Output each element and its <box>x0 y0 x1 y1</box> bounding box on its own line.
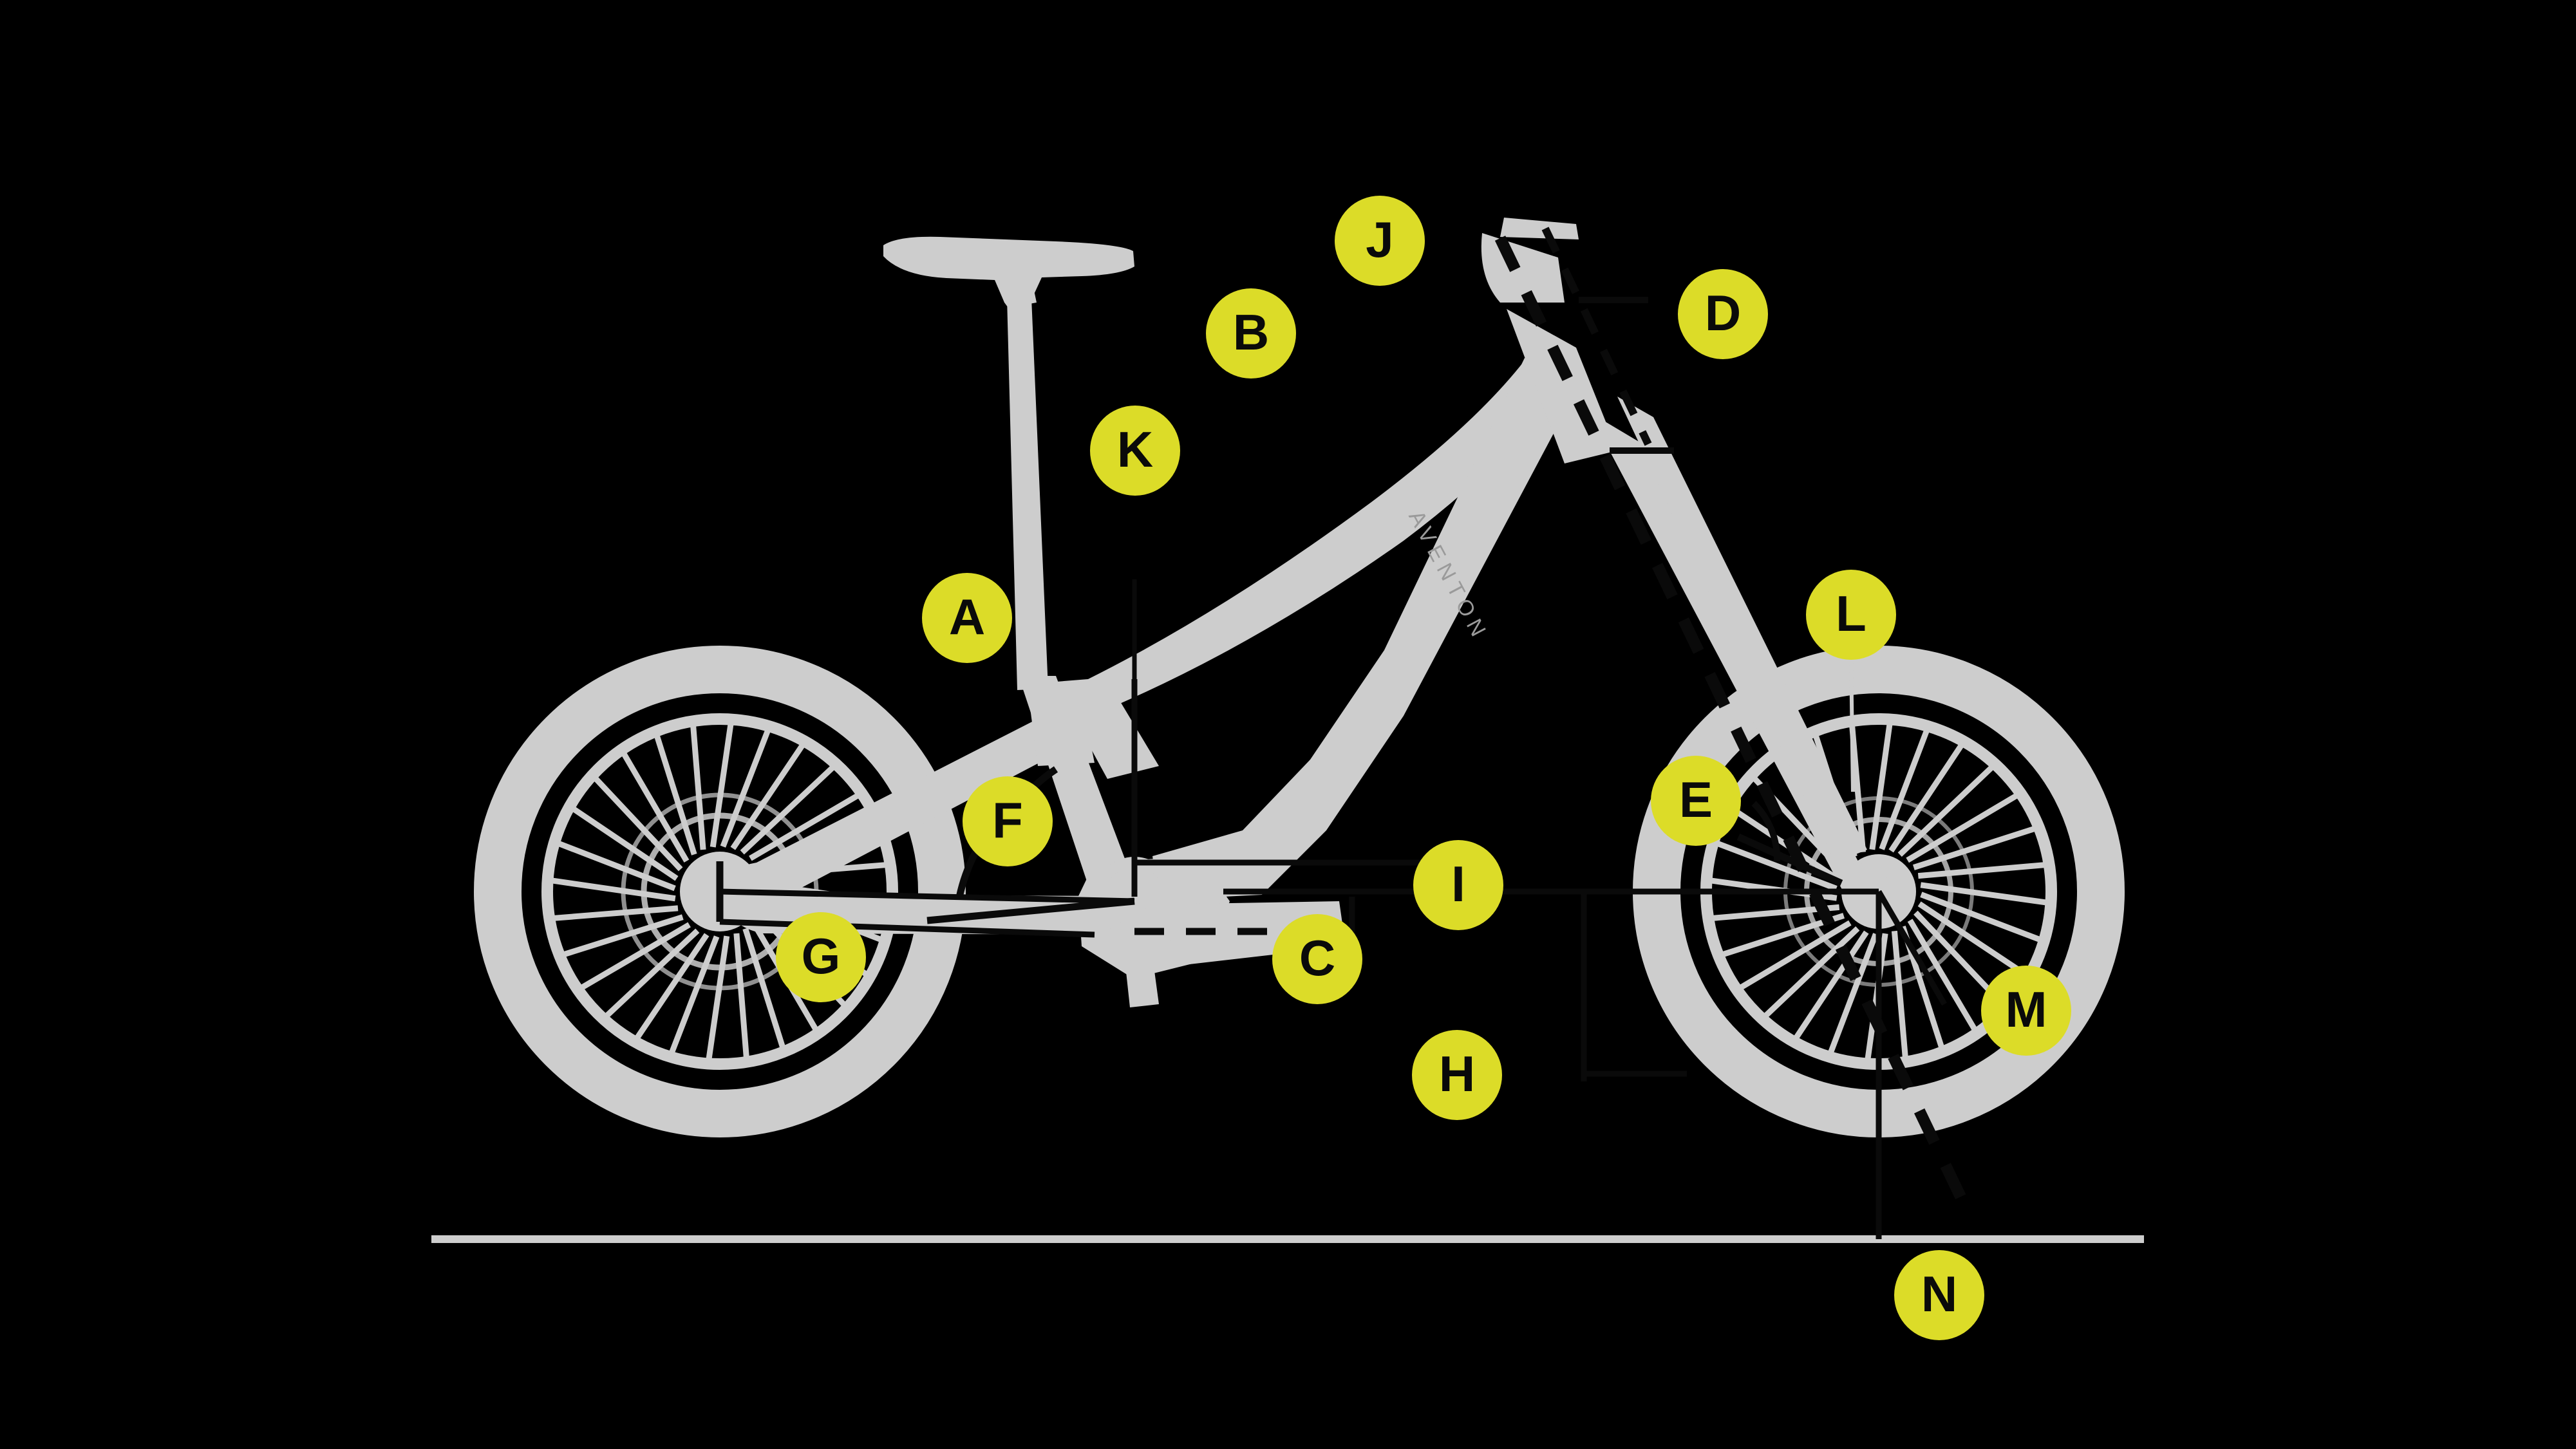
spoke <box>1888 743 1964 853</box>
callout-badge-l[interactable]: L <box>1806 570 1896 660</box>
bike-frame <box>720 218 1892 1007</box>
spoke <box>1920 892 2042 943</box>
callout-badge-d[interactable]: D <box>1678 269 1768 359</box>
spoke <box>604 928 700 1018</box>
callout-badge-label: B <box>1232 304 1270 360</box>
callout-badge-g[interactable]: G <box>776 912 866 1002</box>
spoke <box>1906 792 2019 863</box>
spoke <box>557 840 676 892</box>
callout-badge-h[interactable]: H <box>1412 1030 1502 1120</box>
callout-badge-label: I <box>1451 855 1465 912</box>
spoke <box>571 806 679 881</box>
spoke <box>690 724 706 850</box>
spoke <box>1917 862 2046 879</box>
spoke <box>742 928 786 1049</box>
spoke <box>621 751 690 863</box>
spoke <box>733 933 749 1059</box>
spoke <box>1897 765 1995 857</box>
down-tube <box>1152 358 1579 900</box>
spoke <box>1912 825 2036 870</box>
callout-badge-k[interactable]: K <box>1090 406 1180 496</box>
callout-badge-j[interactable]: J <box>1335 196 1425 286</box>
badge-leaders <box>1849 656 1855 792</box>
spoke <box>720 729 771 848</box>
head-tube-centreline-dashed <box>1541 227 1652 446</box>
callout-badge-label: M <box>2005 981 2047 1038</box>
spoke <box>1891 930 1908 1059</box>
spoke <box>562 914 684 958</box>
spoke <box>740 765 836 855</box>
spoke <box>1869 722 1893 850</box>
callout-badge-m[interactable]: M <box>1981 966 2071 1056</box>
seat-post <box>1007 298 1048 690</box>
callout-badge-label: K <box>1116 421 1154 478</box>
callout-badge-label: E <box>1678 771 1713 828</box>
callout-badge-label: D <box>1704 285 1742 341</box>
callout-badge-i[interactable]: I <box>1413 840 1503 930</box>
callout-badge-n[interactable]: N <box>1894 1250 1984 1340</box>
spoke <box>706 935 730 1061</box>
spoke <box>730 743 805 850</box>
crank-arm <box>1117 885 1159 1007</box>
callout-badge-label: L <box>1836 585 1866 642</box>
spoke <box>653 734 697 855</box>
spoke <box>1907 919 1978 1032</box>
spoke <box>1716 840 1838 892</box>
callout-badge-f[interactable]: F <box>963 776 1053 866</box>
rear-rim <box>541 713 898 1070</box>
spoke <box>1827 933 1879 1054</box>
fork-offset-line <box>1736 833 1843 887</box>
callout-badge-label: N <box>1921 1266 1958 1322</box>
spoke <box>1917 901 2027 977</box>
callout-badge-e[interactable]: E <box>1651 756 1741 846</box>
callout-badge-b[interactable]: B <box>1206 288 1296 379</box>
callout-badge-label: H <box>1438 1045 1476 1102</box>
spoke <box>579 922 691 991</box>
callout-badge-label: C <box>1299 930 1336 986</box>
callout-badge-label: J <box>1366 211 1394 268</box>
spoke <box>749 792 860 861</box>
fork-stanchion <box>1617 397 1867 863</box>
spoke <box>1738 920 1852 991</box>
spoke <box>1920 882 2048 906</box>
spoke <box>593 776 683 872</box>
callout-badge-c[interactable]: C <box>1272 914 1362 1004</box>
trail-connector-line <box>1876 890 1947 1006</box>
spoke <box>634 933 710 1040</box>
callout-badge-a[interactable]: A <box>922 573 1012 663</box>
rear-tire <box>474 646 966 1137</box>
callout-badge-label: F <box>992 792 1023 848</box>
callout-badge-label: A <box>948 588 986 645</box>
angle-reference-leg <box>926 897 1135 924</box>
spoke <box>1879 729 1930 850</box>
handlebar <box>1500 218 1579 239</box>
spoke <box>1793 930 1869 1040</box>
head-angle-arc <box>1751 801 1781 862</box>
chainstay-measure-line <box>719 888 1135 904</box>
spoke <box>710 722 734 848</box>
spoke <box>668 935 720 1054</box>
seat-stay <box>720 703 1088 901</box>
spoke <box>552 905 679 921</box>
spoke <box>550 877 676 902</box>
leader-L <box>1849 656 1855 792</box>
rear-center-helper <box>719 919 1095 938</box>
spoke <box>1763 926 1860 1018</box>
callout-badge-label: G <box>801 928 841 984</box>
